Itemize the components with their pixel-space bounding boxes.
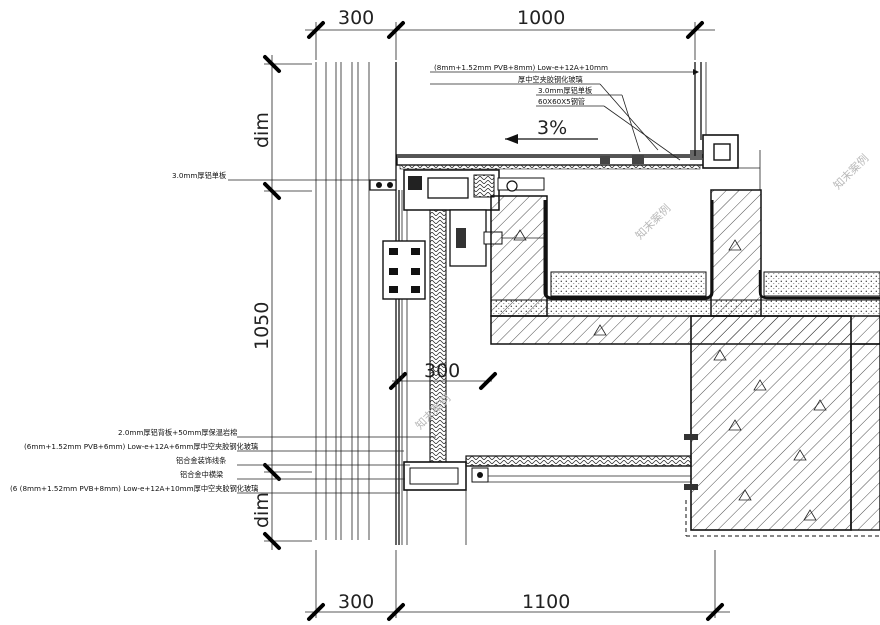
lower-transom-detail (403, 455, 692, 545)
dim-left-lower: dim (251, 492, 273, 528)
slope-label: 3% (537, 117, 567, 139)
annotation-leaders (228, 69, 699, 494)
canopy-glass-assembly (396, 62, 761, 190)
rock-wool-insulation (429, 209, 447, 463)
label-glass-mid: (6mm+1.52mm PVB+6mm) Low-e+12A+6mm厚中空夹胶钢… (24, 442, 258, 451)
top-dimension-chain (305, 21, 715, 60)
label-steel-tube: 60X60X5钢管 (538, 97, 585, 106)
bottom-dimension-chain (305, 550, 730, 621)
watermark-center: 知末案例 (632, 201, 673, 242)
concrete-aggregate-marks (513, 229, 827, 521)
head-bracket-detail (369, 169, 545, 267)
label-alu-panel-left: 3.0mm厚铝单板 (172, 171, 226, 180)
curtain-wall-profiles (315, 62, 408, 545)
dim-bottom-left: 300 (338, 591, 374, 613)
dim-top-right: 1000 (517, 7, 565, 29)
label-insulation: 2.0mm厚铝背板+50mm厚保温岩棉 (118, 428, 237, 437)
steel-connection-plate (382, 240, 426, 300)
label-alu-panel-top: 3.0mm厚铝单板 (538, 86, 592, 95)
watermark-right: 知末案例 (830, 151, 871, 192)
label-glass-top-line1: (8mm+1.52mm PVB+8mm) Low-e+12A+10mm (434, 63, 608, 72)
dim-left-mid: 1050 (251, 302, 273, 350)
dim-top-left: 300 (338, 7, 374, 29)
concrete-slab-structure (490, 189, 880, 537)
dim-bottom-right: 1100 (522, 591, 570, 613)
left-dimension-chain (263, 55, 312, 550)
label-glass-top-line2: 厚中空夹胶钢化玻璃 (518, 75, 583, 84)
dim-left-upper: dim (251, 112, 273, 148)
label-mullion: 铝合金中横梁 (180, 470, 223, 479)
slope-arrow (505, 134, 598, 144)
label-decor-strip: 铝合金装饰线条 (176, 456, 226, 465)
label-glass-bottom: (6 (8mm+1.52mm PVB+8mm) Low-e+12A+10mm厚中… (10, 484, 258, 493)
